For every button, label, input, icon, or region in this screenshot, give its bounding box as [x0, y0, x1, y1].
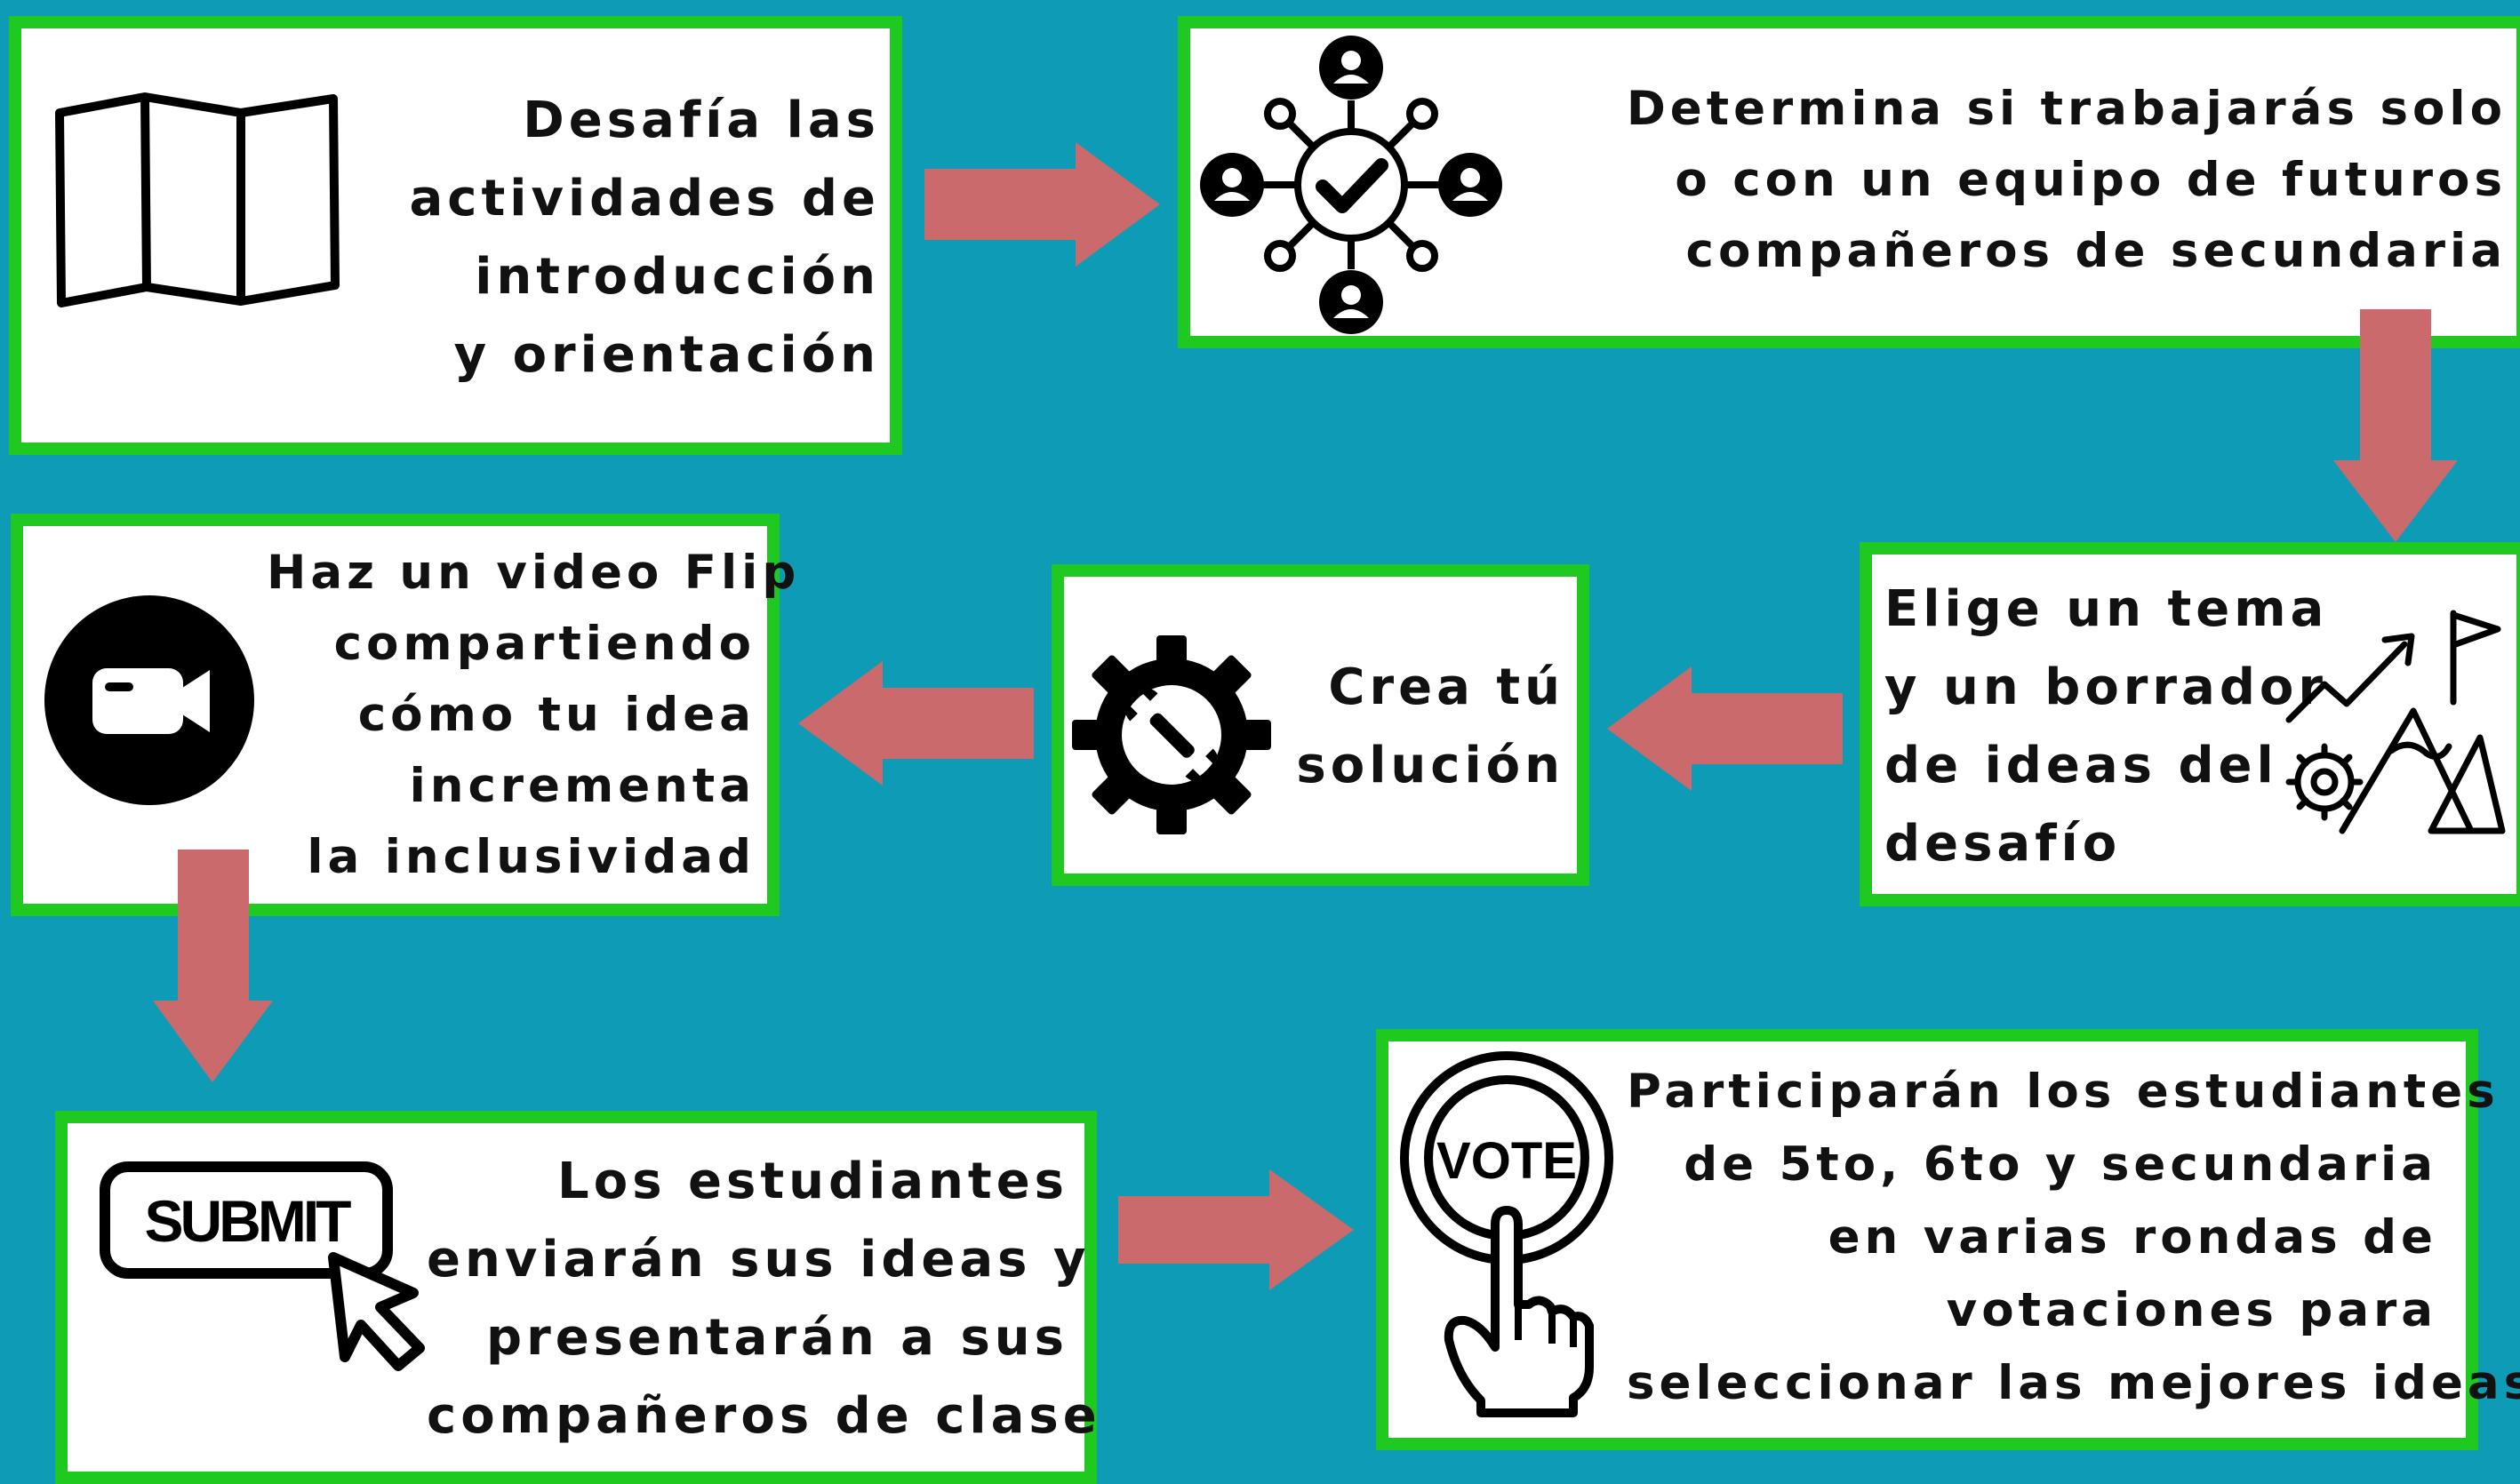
arrow-right-1: [924, 142, 1160, 267]
step-3-line-3: de ideas del: [1884, 737, 2278, 794]
step-4-text: Crea tú solución: [1289, 649, 1564, 805]
step-6-line-3: presentarán a sus: [485, 1309, 1068, 1367]
arrow-left-2: [798, 661, 1034, 786]
step-3-line-4: desafío: [1884, 815, 2122, 873]
step-1-line-2: actividades de: [409, 170, 880, 227]
step-1-box: [9, 16, 902, 455]
step-7-box: [1376, 1029, 2478, 1450]
step-6-line-4: compañeros de clase: [427, 1387, 1101, 1445]
step-7-line-3: en varias rondas de: [1828, 1210, 2437, 1265]
step-5-box: [11, 514, 780, 916]
team-network-icon: [1200, 36, 1502, 334]
step-1-line-1: Desafía las: [523, 92, 880, 149]
arrow-down-1: [2333, 309, 2458, 542]
step-1-text: Desafía las actividades de introducción …: [373, 82, 880, 395]
step-6-line-2: enviarán sus ideas y: [427, 1231, 1091, 1289]
step-5-line-5: la inclusividad: [307, 830, 756, 884]
step-5-line-3: cómo tu idea: [357, 688, 756, 742]
step-5-line-1: Haz un video Flip: [267, 546, 801, 600]
step-3-box: [1860, 542, 2520, 906]
step-6-text: Los estudiantes enviarán sus ideas y pre…: [427, 1143, 1101, 1456]
step-2-line-1: Determina si trabajarás solo: [1626, 82, 2507, 136]
arrow-right-2: [1118, 1169, 1354, 1290]
step-1-line-3: introducción: [475, 248, 880, 306]
step-7-line-1: Participarán los estudiantes: [1627, 1065, 2500, 1119]
step-2-line-3: compañeros de secundaria: [1685, 224, 2507, 278]
step-5-line-2: compartiendo: [333, 617, 756, 671]
arrow-left-1: [1607, 666, 1843, 791]
map-icon: [55, 92, 340, 307]
arrow-down-2: [153, 850, 273, 1082]
video-camera-icon: [44, 595, 254, 805]
submit-button-icon: SUBMIT: [100, 1161, 425, 1371]
gear-wrench-icon: [1072, 635, 1271, 834]
step-3-line-1: Elige un tema: [1884, 580, 2329, 638]
step-7-line-2: de 5to, 6to y secundaria: [1684, 1137, 2437, 1192]
step-4-line-1: Crea tú: [1328, 658, 1564, 716]
vote-button-icon: VOTE: [1400, 1051, 1613, 1417]
step-5-text: Haz un video Flip compartiendo cómo tu i…: [267, 538, 801, 893]
step-2-text: Determina si trabajarás solo o con un eq…: [1520, 74, 2507, 287]
step-7-line-4: votaciones para: [1946, 1283, 2437, 1337]
step-7-text: Participarán los estudiantes de 5to, 6to…: [1627, 1056, 2520, 1420]
submit-label: SUBMIT: [145, 1188, 352, 1254]
step-6-line-1: Los estudiantes: [557, 1153, 1068, 1210]
step-5-line-4: incrementa: [409, 759, 756, 813]
step-2-line-2: o con un equipo de futuros: [1675, 153, 2507, 207]
vote-label: VOTE: [1436, 1132, 1577, 1190]
step-3-text: Elige un tema y un borrador de ideas del…: [1884, 570, 2329, 883]
step-3-line-2: y un borrador: [1884, 658, 2327, 716]
mountain-goal-icon: [2285, 610, 2506, 834]
step-7-line-5: seleccionar las mejores ideas: [1627, 1356, 2520, 1410]
step-4-line-2: solución: [1296, 737, 1564, 794]
step-1-line-4: y orientación: [453, 326, 880, 384]
